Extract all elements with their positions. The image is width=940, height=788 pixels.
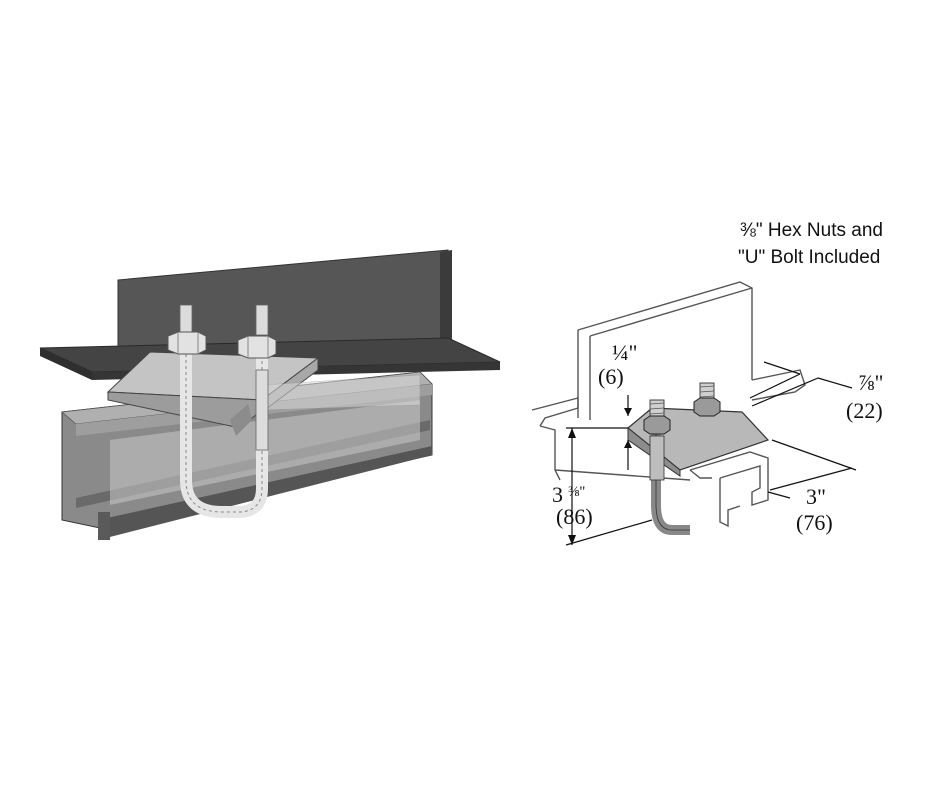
dim-width-metric: (76) [796,510,833,535]
callout-line-2: "U" Bolt Included [738,247,880,268]
dim-quarter-value: ¼" [612,340,637,365]
dimension-drawing: ⅜" Hex Nuts and "U" Bolt Included ¼" (6)… [531,220,883,546]
drawing-nut-left [643,415,671,435]
dim-height-whole: 3 [552,482,563,507]
dim-height-metric: (86) [556,504,593,529]
rendered-assembly [39,249,501,540]
drawing-beam-web [577,281,753,420]
hex-nut-right [237,335,277,359]
dim-width-value: 3" [806,484,826,509]
dim-quarter-metric: (6) [598,364,624,389]
hex-nut-left [167,331,207,355]
dim-seven-eighths-value: ⅞" [858,370,883,395]
callout-line-1: ⅜" Hex Nuts and [740,220,883,241]
drawing-flange [531,369,806,481]
dim-seven-eighths-metric: (22) [846,398,883,423]
drawing-nut-right [693,397,721,417]
drawing-channel [554,451,769,528]
dim-height-fraction: ⅜" [568,484,585,500]
